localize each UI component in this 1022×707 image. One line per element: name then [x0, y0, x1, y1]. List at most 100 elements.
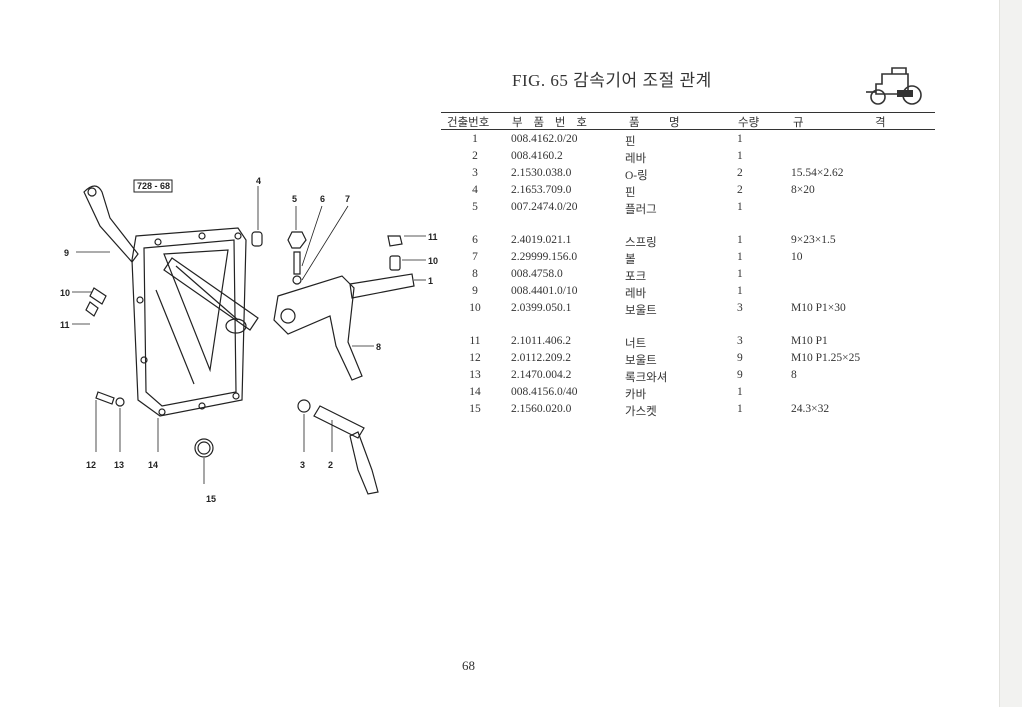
callout-label: 2	[328, 460, 333, 470]
qty-cell: 1	[737, 234, 743, 246]
spec-cell: 8	[791, 369, 797, 381]
callout-label: 14	[148, 460, 158, 470]
part-no-cell: 2.1560.020.0	[511, 403, 572, 415]
part-name-cell: 스프링	[625, 237, 657, 249]
part-name-cell: 카바	[625, 389, 647, 401]
part-name-cell: 가스켓	[625, 406, 657, 418]
qty-cell: 9	[737, 369, 743, 381]
part-no-cell: 2.1653.709.0	[511, 184, 572, 196]
header-name-b: 명	[669, 117, 680, 129]
spec-cell: 24.3×32	[791, 403, 830, 415]
callout-label: 5	[292, 194, 297, 204]
callout-label: 6	[320, 194, 325, 204]
cover-housing	[131, 227, 247, 417]
callout-label: 7	[345, 194, 350, 204]
item-no-cell: 13	[469, 369, 481, 381]
spec-cell: M10 P1×30	[791, 302, 846, 314]
callout-label: 10	[428, 256, 438, 266]
callout-label: 12	[86, 460, 96, 470]
item-no-cell: 8	[472, 268, 478, 280]
part-no-cell: 2.4019.021.1	[511, 234, 572, 246]
part-name-cell: 핀	[625, 136, 636, 148]
part-name-cell: 포크	[625, 271, 647, 283]
callout-label: 13	[114, 460, 124, 470]
qty-cell: 1	[737, 150, 743, 162]
spec-cell: 10	[791, 251, 803, 263]
part-no-cell: 2.0399.050.1	[511, 302, 572, 314]
table-row: 15 2.1560.020.0 가스켓 1 24.3×32	[441, 400, 935, 418]
lever-part	[83, 185, 139, 263]
header-spec-a: 규	[793, 117, 804, 129]
part-name-cell: 보울트	[625, 305, 657, 317]
item-no-cell: 9	[472, 285, 478, 297]
parts-table: 건출번호 부 품 번 호 품 명 수량 규 격 1 008.4162.0/20 핀 1…	[441, 112, 935, 418]
qty-cell: 1	[737, 133, 743, 145]
part-no-cell: 008.4160.2	[511, 150, 563, 162]
tractor-icon	[862, 64, 926, 113]
part-name-cell: O-링	[625, 170, 648, 182]
part-no-cell: 2.0112.209.2	[511, 352, 571, 364]
spec-cell: M10 P1	[791, 335, 828, 347]
qty-cell: 1	[737, 285, 743, 297]
part-name-cell: 레바	[625, 153, 647, 165]
spec-cell: M10 P1.25×25	[791, 352, 861, 364]
callout-label: 8	[376, 342, 381, 352]
part-no-cell: 008.4156.0/40	[511, 386, 578, 398]
part-name-cell: 플러그	[625, 204, 657, 216]
table-header: 건출번호 부 품 번 호 품 명 수량 규 격	[441, 112, 935, 130]
header-part-no: 부 품 번 호	[512, 117, 591, 129]
qty-cell: 1	[737, 201, 743, 213]
ref-code: 728 - 68	[137, 181, 170, 191]
part-no-cell: 008.4162.0/20	[511, 133, 578, 145]
item-no-cell: 15	[469, 403, 481, 415]
part-no-cell: 2.29999.156.0	[511, 251, 578, 263]
item-no-cell: 6	[472, 234, 478, 246]
header-qty: 수량	[738, 117, 760, 129]
item-no-cell: 4	[472, 184, 478, 196]
part-name-cell: 록크와셔	[625, 372, 668, 384]
part-no-cell: 008.4758.0	[511, 268, 563, 280]
callout-label: 15	[206, 494, 216, 504]
qty-cell: 2	[737, 184, 743, 196]
part-name-cell: 핀	[625, 187, 636, 199]
page-edge	[999, 0, 1022, 707]
item-no-cell: 1	[472, 133, 478, 145]
part-name-cell: 보울트	[625, 355, 657, 367]
header-spec-b: 격	[875, 117, 886, 129]
item-no-cell: 12	[469, 352, 481, 364]
row-gap	[441, 316, 935, 332]
shift-fork	[273, 275, 363, 381]
part-name-cell: 너트	[625, 338, 647, 350]
qty-cell: 1	[737, 403, 743, 415]
qty-cell: 1	[737, 386, 743, 398]
part-no-cell: 008.4401.0/10	[511, 285, 578, 297]
header-item-no: 건출번호	[447, 117, 490, 129]
qty-cell: 9	[737, 352, 743, 364]
item-no-cell: 14	[469, 386, 481, 398]
callout-label: 11	[60, 320, 70, 330]
callout-label: 4	[256, 176, 261, 186]
part-no-cell: 2.1530.038.0	[511, 167, 572, 179]
page-number: 68	[462, 658, 475, 673]
item-no-cell: 11	[469, 335, 481, 347]
table-row: 11 2.1011.406.2 너트 3 M10 P1	[441, 332, 935, 350]
callout-label: 1	[428, 276, 433, 286]
header-name-a: 품	[629, 117, 640, 129]
qty-cell: 2	[737, 167, 743, 179]
part-no-cell: 2.1011.406.2	[511, 335, 571, 347]
callout-label: 10	[60, 288, 70, 298]
qty-cell: 3	[737, 335, 743, 347]
item-no-cell: 10	[469, 302, 481, 314]
part-no-cell: 007.2474.0/20	[511, 201, 578, 213]
qty-cell: 1	[737, 251, 743, 263]
